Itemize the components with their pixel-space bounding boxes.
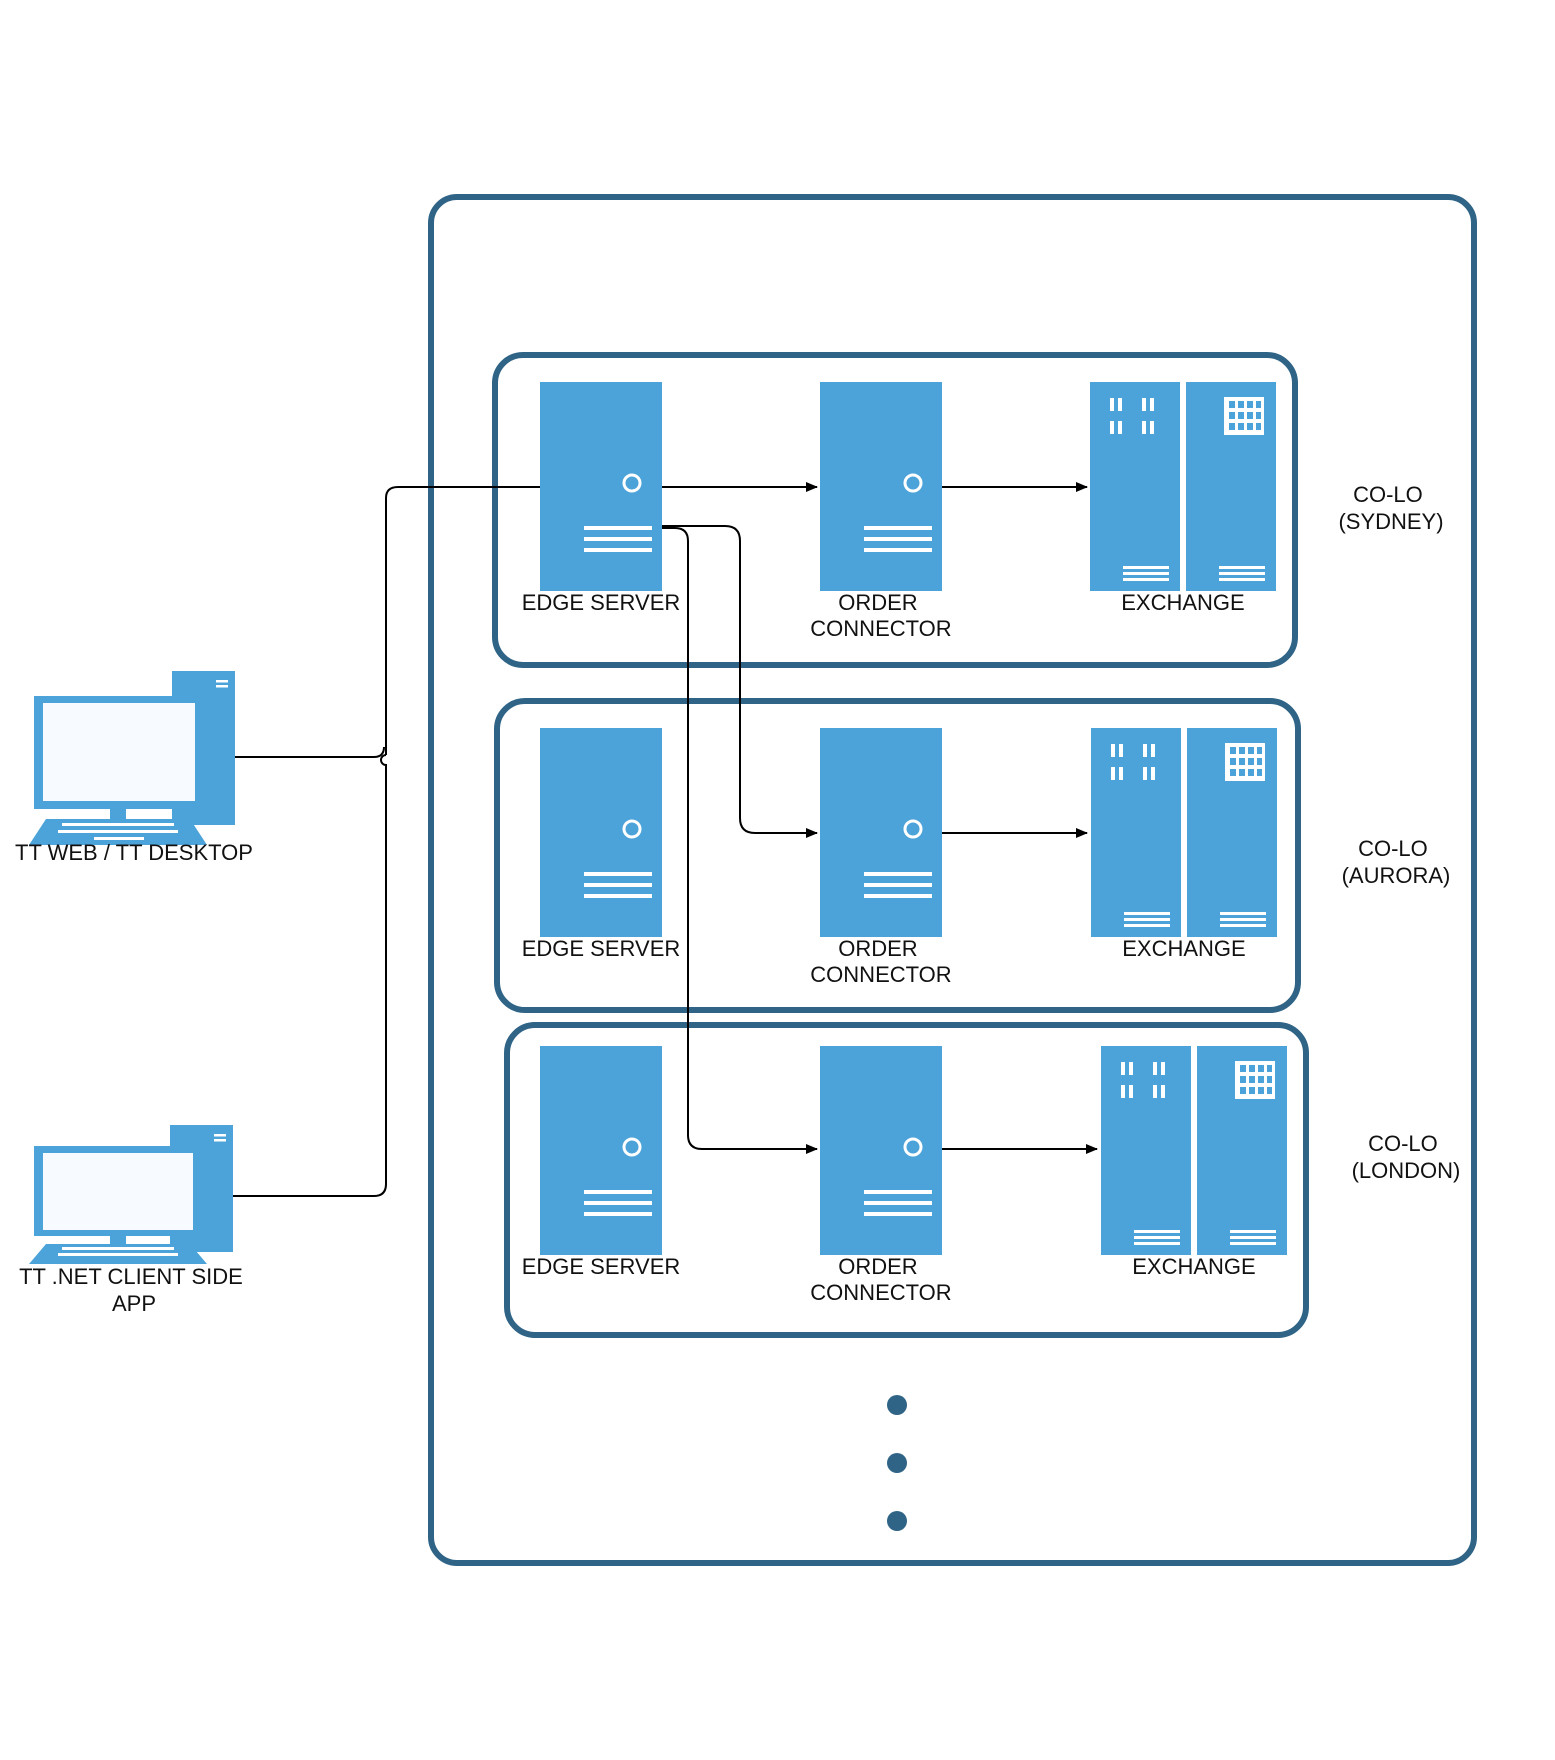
link-tt-net-to-bus: [233, 754, 387, 1197]
exchange-label: EXCHANGE: [1132, 1254, 1255, 1279]
client-label-line: TT WEB / TT DESKTOP: [15, 840, 253, 865]
server-tower-icon: [540, 728, 662, 937]
server-tower-icon: [820, 1046, 942, 1255]
order-connector-label-line: CONNECTOR: [810, 616, 951, 641]
colo-sydney: EDGE SERVER ORDER CONNECTOR: [522, 382, 1444, 641]
colo-label-line: CO-LO: [1358, 836, 1428, 861]
edge-server-label: EDGE SERVER: [522, 1254, 681, 1279]
colo-frame-london: [504, 1022, 1309, 1338]
exchange-label-line: EXCHANGE: [1122, 936, 1245, 961]
server-tower-icon: [540, 1046, 662, 1255]
client-tt-net: TT .NET CLIENT SIDE APP: [19, 1125, 249, 1316]
connections: [233, 482, 1098, 1197]
exchange: EXCHANGE: [1091, 728, 1277, 961]
edge-server: EDGE SERVER: [522, 382, 681, 615]
server-tower-icon: [820, 382, 942, 591]
colo-label-line: CO-LO: [1353, 482, 1423, 507]
exchange-building-icon: [1090, 382, 1276, 591]
colo-frame-sydney: [492, 352, 1298, 668]
edge-server-label: EDGE SERVER: [522, 590, 681, 615]
link-tt-web-to-bus: [235, 746, 385, 758]
edge-server: EDGE SERVER: [522, 728, 681, 961]
order-connector: ORDER CONNECTOR: [810, 382, 952, 641]
client-label: TT .NET CLIENT SIDE APP: [19, 1264, 249, 1316]
edge-server-label-line: EDGE SERVER: [522, 1254, 681, 1279]
desktop-computer-icon: [29, 671, 235, 845]
outer-container: [428, 194, 1477, 1566]
order-connector-label-line: ORDER: [838, 1254, 917, 1279]
colo-label-line: CO-LO: [1368, 1131, 1438, 1156]
colo-aurora: EDGE SERVER ORDER CONNECTOR: [522, 728, 1451, 987]
server-tower-icon: [820, 728, 942, 937]
order-connector-label: ORDER CONNECTOR: [810, 590, 951, 641]
order-connector: ORDER CONNECTOR: [810, 1046, 952, 1305]
server-tower-icon: [540, 382, 662, 591]
edge-server-label: EDGE SERVER: [522, 936, 681, 961]
client-tt-web: TT WEB / TT DESKTOP: [15, 671, 253, 865]
exchange-label-line: EXCHANGE: [1121, 590, 1244, 615]
desktop-computer-icon: [29, 1125, 233, 1264]
exchange: EXCHANGE: [1101, 1046, 1287, 1279]
client-label-line: TT .NET CLIENT SIDE: [19, 1264, 243, 1289]
order-connector-label: ORDER CONNECTOR: [810, 1254, 951, 1305]
exchange-building-icon: [1091, 728, 1277, 937]
ellipsis-dots-icon: [887, 1395, 907, 1531]
colo-frame-aurora: [494, 698, 1301, 1013]
exchange: EXCHANGE: [1090, 382, 1276, 615]
link-edge-sydney-to-connector-aurora: [662, 525, 818, 838]
order-connector-label-line: CONNECTOR: [810, 1280, 951, 1305]
order-connector-label-line: ORDER: [838, 936, 917, 961]
colo-label: CO-LO (SYDNEY): [1338, 482, 1443, 534]
colo-label: CO-LO (AURORA): [1342, 836, 1451, 888]
exchange-label-line: EXCHANGE: [1132, 1254, 1255, 1279]
colo-label-line: (AURORA): [1342, 863, 1451, 888]
order-connector-label-line: CONNECTOR: [810, 962, 951, 987]
colo-label-line: (LONDON): [1352, 1158, 1461, 1183]
exchange-label: EXCHANGE: [1121, 590, 1244, 615]
order-connector: ORDER CONNECTOR: [810, 728, 952, 987]
colo-label-line: (SYDNEY): [1338, 509, 1443, 534]
edge-server-label-line: EDGE SERVER: [522, 936, 681, 961]
edge-server: EDGE SERVER: [522, 1046, 681, 1279]
order-connector-label-line: ORDER: [838, 590, 917, 615]
exchange-building-icon: [1101, 1046, 1287, 1255]
link-edge-sydney-to-connector-london: [662, 527, 818, 1154]
link-bus-to-edge-sydney: [385, 486, 540, 755]
client-label: TT WEB / TT DESKTOP: [15, 840, 253, 865]
colo-london: EDGE SERVER ORDER CONNECTOR: [522, 1046, 1461, 1305]
exchange-label: EXCHANGE: [1122, 936, 1245, 961]
colo-label: CO-LO (LONDON): [1352, 1131, 1461, 1183]
edge-server-label-line: EDGE SERVER: [522, 590, 681, 615]
client-label-line: APP: [112, 1291, 156, 1316]
order-connector-label: ORDER CONNECTOR: [810, 936, 951, 987]
